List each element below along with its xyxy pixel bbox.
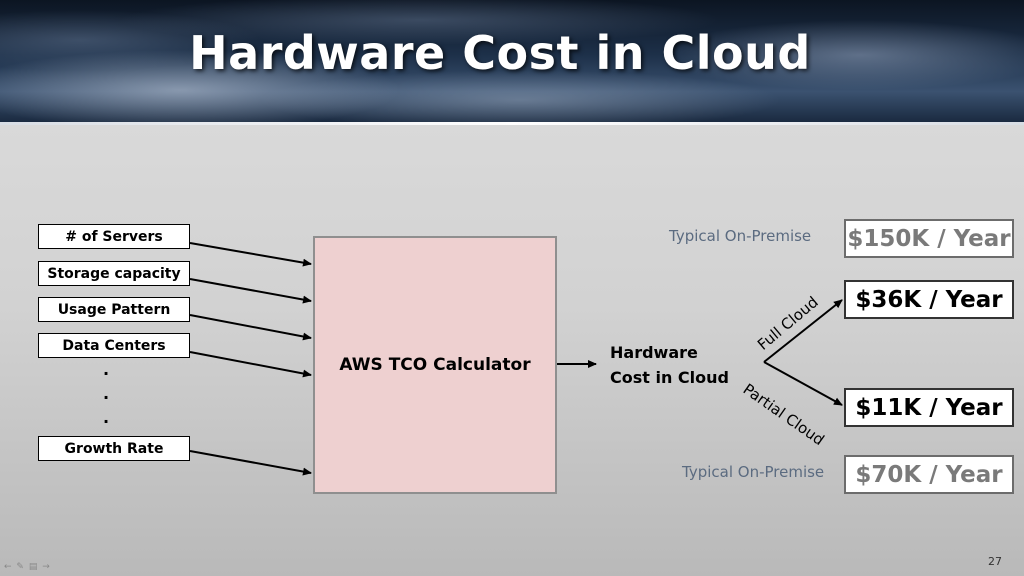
pen-icon[interactable]: ✎ <box>16 562 25 572</box>
cost-partial-cloud: $11K / Year <box>844 388 1014 427</box>
tco-calculator-label: AWS TCO Calculator <box>339 355 531 375</box>
cost-onprem-partial: $70K / Year <box>844 455 1014 494</box>
slide-title: Hardware Cost in Cloud <box>189 26 811 80</box>
arrow-storage <box>189 278 312 304</box>
onprem-label-top: Typical On-Premise <box>669 227 812 245</box>
input-usage: Usage Pattern <box>38 297 190 322</box>
tco-calculator-box: AWS TCO Calculator <box>313 236 557 494</box>
output-label-line2: Cost in Cloud <box>610 368 729 387</box>
cost-onprem-full: $150K / Year <box>844 219 1014 258</box>
slide-nav-controls[interactable]: ← ✎ ▤ → <box>4 562 51 572</box>
arrow-left-icon[interactable]: ← <box>4 562 13 572</box>
arrow-right-icon[interactable]: → <box>42 562 51 572</box>
arrow-servers <box>189 242 312 267</box>
arrow-full-cloud <box>763 299 843 363</box>
arrow-usage <box>189 314 312 341</box>
arrow-growth <box>189 450 312 476</box>
input-servers: # of Servers <box>38 224 190 249</box>
input-growth: Growth Rate <box>38 436 190 461</box>
ellipsis-dot: . <box>103 408 110 427</box>
input-storage: Storage capacity <box>38 261 190 286</box>
arrow-datacenters <box>189 351 312 378</box>
ellipsis-dot: . <box>103 360 110 379</box>
banner-divider <box>0 122 1024 125</box>
input-datacenters: Data Centers <box>38 333 190 358</box>
title-banner <box>0 0 1024 122</box>
onprem-label-bottom: Typical On-Premise <box>682 463 825 481</box>
arrow-partial-cloud <box>763 361 843 406</box>
output-label: Hardware Cost in Cloud <box>610 340 750 390</box>
ellipsis-dot: . <box>103 384 110 403</box>
output-label-line1: Hardware <box>610 343 698 362</box>
page-number: 27 <box>988 555 1002 568</box>
menu-icon[interactable]: ▤ <box>28 562 39 572</box>
cost-full-cloud: $36K / Year <box>844 280 1014 319</box>
